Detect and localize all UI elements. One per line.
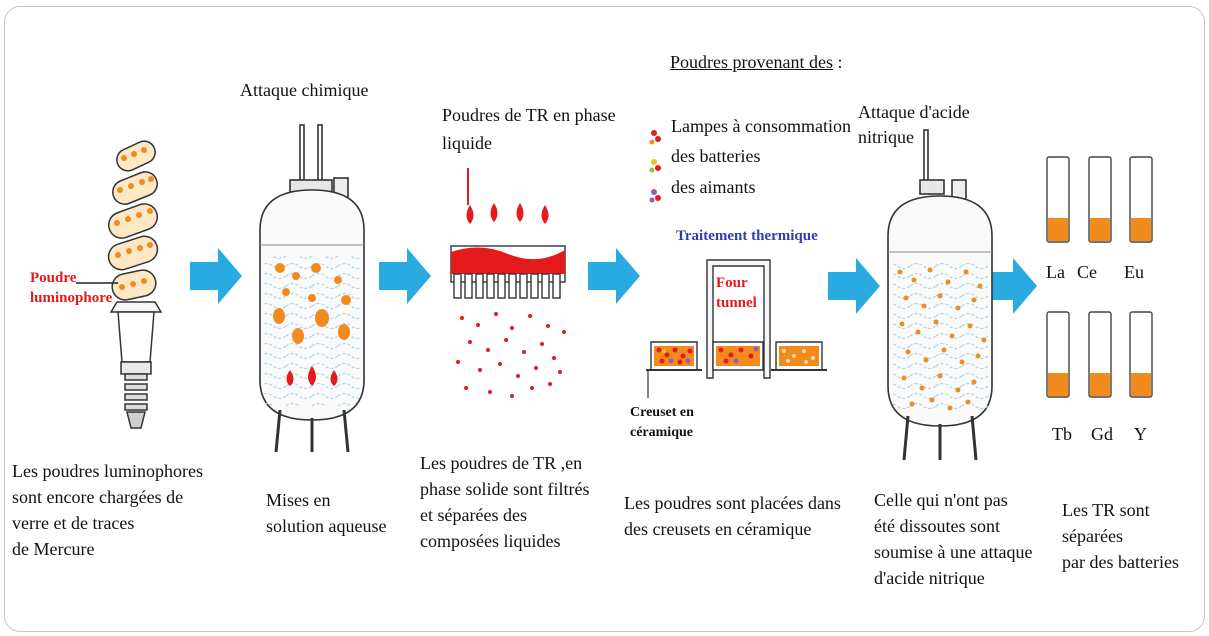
source-batteries: des batteries (671, 146, 761, 166)
filter-icon (450, 168, 566, 398)
chemical-caption: Mises en solution aqueuse (266, 490, 387, 537)
chemical-attack-title: Attaque chimique (240, 80, 369, 100)
lamp-caption: Les poudres luminophores sont encore cha… (12, 461, 203, 560)
flow-arrow-1 (190, 248, 242, 304)
filter-title: Poudres de TR en phase liquide (442, 105, 616, 153)
tube-eu (1129, 156, 1153, 243)
sources-title-text: Poudres provenant des (670, 52, 833, 72)
element-la: La (1046, 262, 1065, 282)
tube-gd (1088, 311, 1112, 398)
crucible-label: Creuset en céramique (630, 405, 694, 441)
source-markers (649, 130, 661, 203)
nitric-caption: Celle qui n'ont pas été dissoutes sont s… (874, 490, 1033, 589)
sources-title: Poudres provenant des : (670, 52, 842, 73)
element-eu: Eu (1124, 262, 1144, 282)
source-magnets: des aimants (671, 177, 756, 197)
nitric-reactor-icon (887, 129, 993, 461)
flow-arrow-5 (985, 258, 1037, 314)
diagram-frame (4, 6, 1205, 632)
tube-la (1046, 156, 1070, 243)
oven-label: Four tunnel (716, 275, 757, 312)
nitric-attack-title: Attaque d'acide nitrique (858, 102, 970, 148)
crucible-1 (646, 341, 702, 371)
flow-arrow-4 (828, 258, 880, 314)
phosphor-label: Poudre luminophore (30, 270, 113, 306)
lamp-icon (76, 140, 163, 429)
thermal-caption: Les poudres sont placées dans des creuse… (624, 493, 841, 540)
thermal-treatment-title: Traitement thermique (676, 228, 818, 244)
test-tubes (1046, 156, 1153, 398)
element-tb: Tb (1052, 424, 1072, 444)
element-y: Y (1134, 424, 1147, 444)
crucible-3 (771, 341, 827, 371)
flow-arrow-2 (379, 248, 431, 304)
element-gd: Gd (1091, 424, 1113, 444)
element-ce: Ce (1077, 262, 1097, 282)
tunnel-oven-icon (646, 259, 827, 398)
filter-caption: Les poudres de TR ,en phase solide sont … (420, 453, 590, 552)
tube-tb (1046, 311, 1070, 398)
separation-caption: Les TR sont séparées par des batteries (1062, 500, 1179, 573)
sources-title-colon: : (832, 52, 843, 72)
tube-y (1129, 311, 1153, 398)
source-lamps: Lampes à consommation (671, 116, 851, 136)
reactor-icon (259, 124, 365, 453)
crucible-2 (712, 341, 764, 371)
tube-ce (1088, 156, 1112, 243)
flow-arrow-3 (588, 248, 640, 304)
